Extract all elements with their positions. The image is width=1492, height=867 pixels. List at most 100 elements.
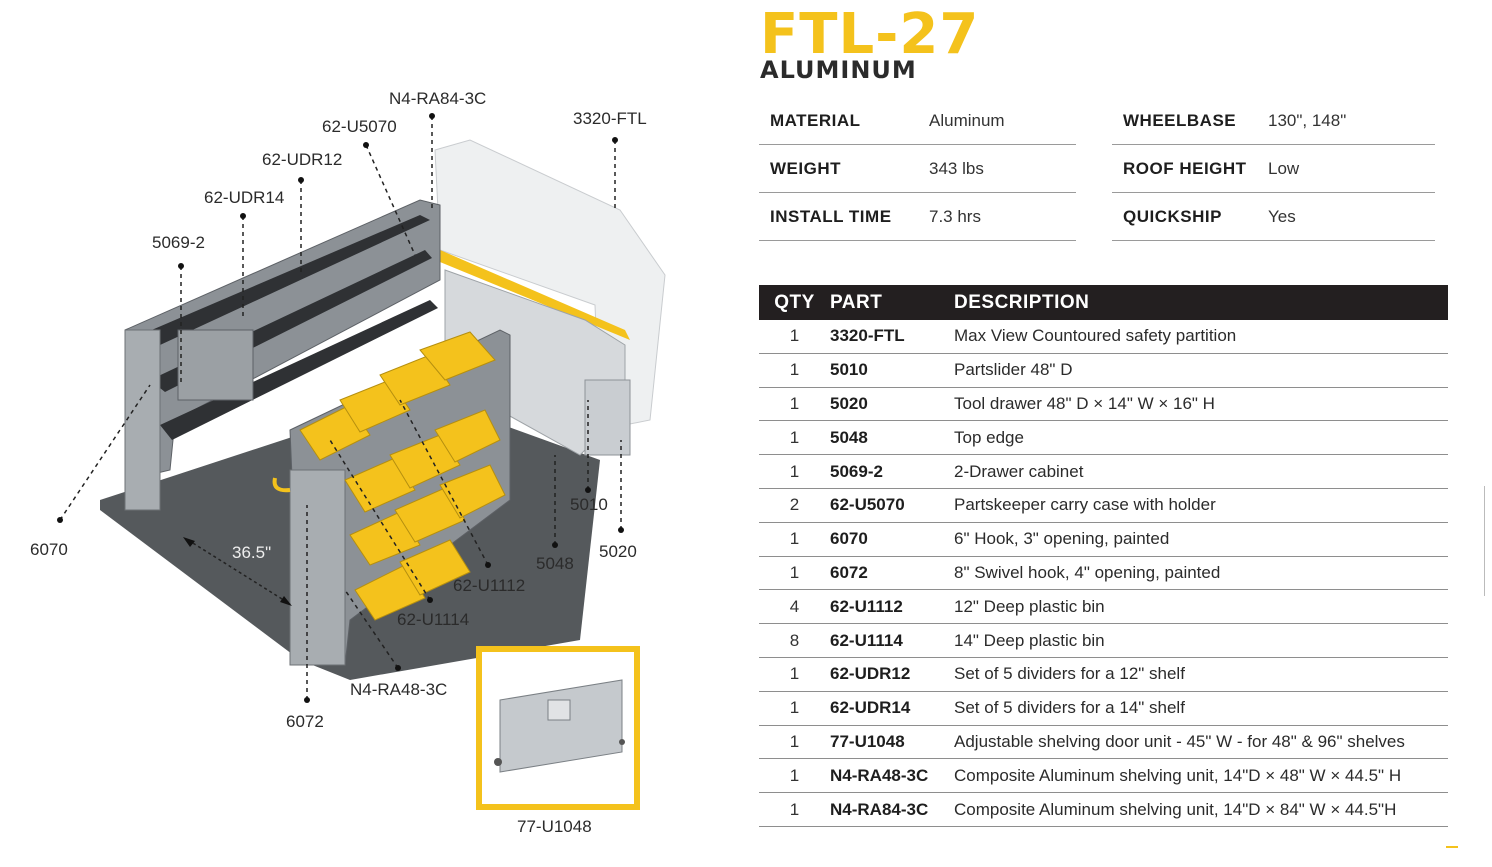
plastic-bins <box>299 331 506 621</box>
callout-62-u1112: 62-U1112 <box>453 576 526 595</box>
table-row: 1 5048 Top edge <box>759 421 1448 456</box>
header-qty: QTY <box>774 291 815 313</box>
row-description: 12" Deep plastic bin <box>954 596 1105 616</box>
row-description: Adjustable shelving door unit - 45" W - … <box>954 731 1405 751</box>
table-row: 1 5069-2 2-Drawer cabinet <box>759 455 1448 489</box>
door-unit-drawing <box>494 679 625 773</box>
row-description: Top edge <box>954 427 1024 447</box>
shelving-diagram <box>57 113 666 703</box>
row-description: Partskeeper carry case with holder <box>954 495 1216 515</box>
spec-table-left: MATERIAL Aluminum WEIGHT 343 lbs INSTALL… <box>759 98 1076 242</box>
callout-6072: 6072 <box>286 712 324 731</box>
shelving-48-end-panel <box>289 469 346 666</box>
row-qty: 1 <box>789 326 800 346</box>
row-qty: 8 <box>789 630 800 650</box>
callout-5069-2: 5069-2 <box>152 233 205 252</box>
hook <box>272 477 291 493</box>
corner-accent-mark <box>1446 846 1458 848</box>
spec-row: ROOF HEIGHT Low <box>1112 146 1435 193</box>
row-description: Composite Aluminum shelving unit, 14"D ×… <box>954 765 1402 785</box>
spec-key: ROOF HEIGHT <box>1123 159 1247 178</box>
callout-62-u1114: 62-U1114 <box>397 610 470 629</box>
row-description: Set of 5 dividers for a 14" shelf <box>954 698 1185 718</box>
row-qty: 1 <box>789 461 800 481</box>
row-part-number: 6070 <box>830 529 868 549</box>
van-shelving-illustration: N4-RA84-3C 62-U5070 62-UDR12 62-UDR14 50… <box>0 0 740 862</box>
row-part-number: 5069-2 <box>830 461 883 481</box>
callout-dimension: 36.5" <box>232 543 272 562</box>
row-part-number: N4-RA48-3C <box>830 765 929 785</box>
drawer-cabinet <box>177 329 254 401</box>
row-qty: 2 <box>789 495 800 515</box>
row-qty: 1 <box>789 664 800 684</box>
spec-row: WEIGHT 343 lbs <box>759 146 1076 193</box>
table-row: 2 62-U5070 Partskeeper carry case with hol… <box>759 489 1448 523</box>
spec-value: Aluminum <box>929 111 1005 130</box>
callout-5048: 5048 <box>536 554 574 573</box>
row-description: Composite Aluminum shelving unit, 14"D ×… <box>954 799 1397 819</box>
row-qty: 1 <box>789 427 800 447</box>
row-description: 2-Drawer cabinet <box>954 461 1084 481</box>
row-qty: 1 <box>789 393 800 413</box>
product-title: FTL-27 <box>760 2 980 67</box>
table-row: 1 62-UDR14 Set of 5 dividers for a 14" she… <box>759 692 1448 726</box>
row-qty: 1 <box>789 360 800 380</box>
row-part-number: 5048 <box>830 427 868 447</box>
row-qty: 1 <box>789 765 800 785</box>
row-description: Max View Countoured safety partition <box>954 326 1237 346</box>
spec-table-right: WHEELBASE 130", 148" ROOF HEIGHT Low QUI… <box>1112 98 1435 242</box>
row-description: 6" Hook, 3" opening, painted <box>954 529 1170 549</box>
spec-key: WHEELBASE <box>1123 111 1237 130</box>
spec-key: MATERIAL <box>770 111 861 130</box>
spec-row: WHEELBASE 130", 148" <box>1112 98 1435 145</box>
row-description: Set of 5 dividers for a 12" shelf <box>954 664 1185 684</box>
row-qty: 1 <box>789 529 800 549</box>
spec-value: 343 lbs <box>929 159 984 178</box>
spec-key: WEIGHT <box>770 159 841 178</box>
partition-yellow-trim <box>440 250 630 340</box>
table-row: 1 N4-RA48-3C Composite Aluminum shelving u… <box>759 759 1448 794</box>
shelving-84-end-panel <box>124 329 161 511</box>
spec-key: INSTALL TIME <box>770 207 892 226</box>
parts-table-header: QTY PART DESCRIPTION <box>759 285 1448 320</box>
row-part-number: 5010 <box>830 360 868 380</box>
leader-lines <box>59 116 622 700</box>
callout-3320-ftl: 3320-FTL <box>573 109 647 128</box>
row-part-number: N4-RA84-3C <box>830 799 929 819</box>
callout-5020: 5020 <box>599 542 637 561</box>
callout-n4-ra48-3c: N4-RA48-3C <box>350 680 448 699</box>
header-part: PART <box>830 291 883 313</box>
row-part-number: 77-U1048 <box>830 731 905 751</box>
row-qty: 1 <box>789 562 800 582</box>
shelf-84-low <box>160 300 438 440</box>
spec-value: 7.3 hrs <box>929 207 981 226</box>
spec-row: MATERIAL Aluminum <box>759 98 1076 145</box>
tool-drawer <box>584 379 631 456</box>
row-description: Tool drawer 48" D × 14" W × 16" H <box>954 393 1215 413</box>
table-row: 1 62-UDR12 Set of 5 dividers for a 12" she… <box>759 658 1448 692</box>
row-part-number: 62-UDR14 <box>830 698 911 718</box>
row-part-number: 62-UDR12 <box>830 664 911 684</box>
shelf-84-top <box>140 215 430 345</box>
callout-n4-ra84-3c: N4-RA84-3C <box>389 89 487 108</box>
spec-row: QUICKSHIP Yes <box>1112 194 1435 241</box>
callout-77-u1048: 77-U1048 <box>517 817 592 836</box>
row-qty: 1 <box>789 698 800 718</box>
callout-62-u5070: 62-U5070 <box>322 117 397 136</box>
spec-row: INSTALL TIME 7.3 hrs <box>759 194 1076 241</box>
row-part-number: 5020 <box>830 393 868 413</box>
row-part-number: 62-U5070 <box>830 495 905 515</box>
header-description: DESCRIPTION <box>954 291 1090 313</box>
spec-value: Yes <box>1268 207 1296 226</box>
spec-value: Low <box>1268 159 1300 178</box>
row-qty: 4 <box>789 596 800 616</box>
spec-key: QUICKSHIP <box>1123 207 1222 226</box>
callout-6070: 6070 <box>30 540 68 559</box>
